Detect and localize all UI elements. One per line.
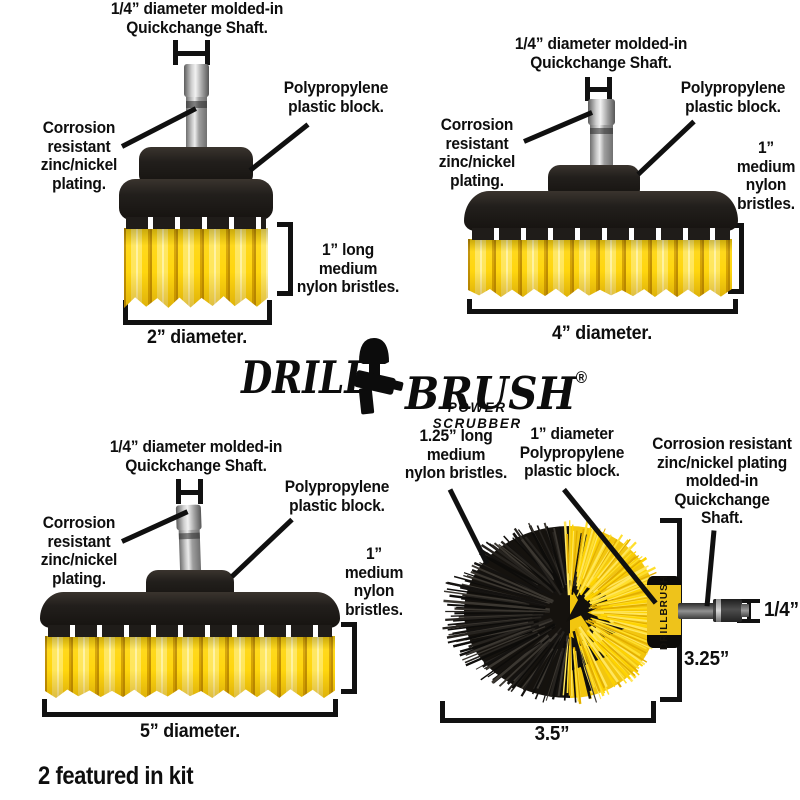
four-inch-diameter-measure xyxy=(467,299,738,314)
ball-bristle-spikes xyxy=(442,520,670,705)
original-shaft-rod xyxy=(678,603,715,619)
five-inch-block-callout: Polypropylene plastic block. xyxy=(284,478,390,515)
logo-word-brush: BRUSH xyxy=(405,367,576,420)
original-hex-bit xyxy=(713,599,742,622)
logo-word-brush-group: BRUSH® xyxy=(405,355,587,417)
original-width-measure xyxy=(440,701,656,723)
five-inch-plating-callout: Corrosion resistant zinc/nickel plating. xyxy=(40,514,118,588)
two-inch-block-base xyxy=(119,179,273,220)
logo-word-drill: DRILL xyxy=(241,351,370,404)
leader-4in-block xyxy=(636,119,696,176)
four-inch-bristle-callout: 1” medium nylon bristles. xyxy=(736,139,796,213)
original-hex-tip xyxy=(741,604,749,617)
registered-mark: ® xyxy=(575,368,588,387)
two-inch-shaft-bracket xyxy=(173,40,210,65)
logo-tagline: POWER SCRUBBER xyxy=(432,399,522,431)
four-inch-shaft-bracket xyxy=(585,77,612,101)
four-inch-diameter-label: 4” diameter. xyxy=(551,323,652,344)
five-inch-bristles xyxy=(45,636,335,698)
four-inch-shaft-callout: 1/4” diameter molded-in Quickchange Shaf… xyxy=(514,35,688,72)
two-inch-tuft-row xyxy=(126,217,266,229)
original-collar-block: DRILLBRUSH xyxy=(647,574,681,650)
original-shaft-diameter-label: 1/4” xyxy=(764,599,799,621)
two-inch-block-top xyxy=(139,147,253,185)
two-inch-diameter-measure xyxy=(123,300,272,325)
two-inch-shaft-callout: 1/4” diameter molded-in Quickchange Shaf… xyxy=(110,0,284,37)
original-bristle-callout: 1.25” long medium nylon bristles. xyxy=(404,427,508,482)
two-inch-plating-callout: Corrosion resistant zinc/nickel plating. xyxy=(40,119,118,193)
five-inch-shaft-callout: 1/4” diameter molded-in Quickchange Shaf… xyxy=(109,438,283,475)
five-inch-diameter-measure xyxy=(42,699,338,717)
collar-brand-text: DRILLBRUSH xyxy=(658,574,670,650)
four-inch-bristles xyxy=(468,239,732,297)
two-inch-block-callout: Polypropylene plastic block. xyxy=(283,79,389,116)
two-inch-bristle-measure xyxy=(277,222,293,296)
two-inch-diameter-label: 2” diameter. xyxy=(146,327,247,348)
original-ball-brush xyxy=(442,520,670,705)
original-width-label: 3.5” xyxy=(534,723,570,745)
original-block-callout: 1” diameter Polypropylene plastic block. xyxy=(519,425,625,480)
four-inch-shaft xyxy=(587,99,616,172)
four-inch-block-callout: Polypropylene plastic block. xyxy=(680,79,786,116)
original-height-label: 3.25” xyxy=(684,648,730,670)
leader-5in-block xyxy=(230,517,294,578)
five-inch-bristle-callout: 1” medium nylon bristles. xyxy=(344,545,404,619)
five-inch-shaft-bracket xyxy=(176,479,203,504)
five-inch-tuft-row xyxy=(48,625,332,637)
leader-4in-plating xyxy=(523,109,593,144)
four-inch-plating-callout: Corrosion resistant zinc/nickel plating. xyxy=(438,116,516,190)
five-inch-diameter-label: 5” diameter. xyxy=(139,721,240,742)
two-inch-bristle-callout: 1” long medium nylon bristles. xyxy=(296,241,400,296)
kit-note: 2 featured in kit xyxy=(38,762,194,790)
two-inch-bristles xyxy=(124,228,268,308)
leader-2in-block xyxy=(248,122,310,172)
five-inch-bristle-measure xyxy=(341,622,357,694)
drillbrush-logo-icon xyxy=(354,338,404,415)
four-inch-tuft-row xyxy=(472,228,730,240)
five-inch-disc xyxy=(40,592,340,628)
four-inch-disc xyxy=(464,191,738,231)
original-shaft-callout: Corrosion resistant zinc/nickel plating … xyxy=(652,435,792,527)
